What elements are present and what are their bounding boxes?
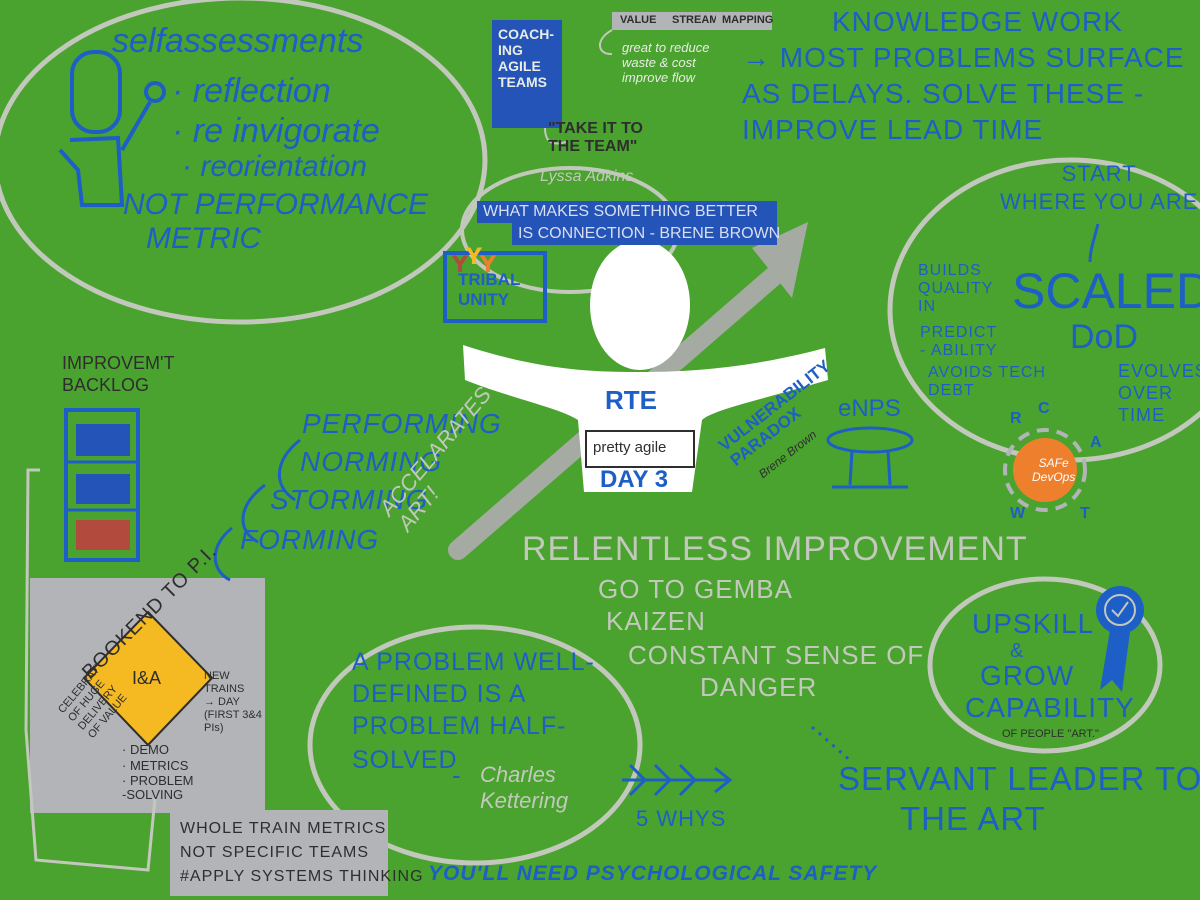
problem-line: A PROBLEM WELL- bbox=[352, 648, 595, 676]
brene-quote-band: IS CONNECTION - BRENE BROWN bbox=[512, 223, 781, 245]
vsm-note: great to reduce waste & cost improve flo… bbox=[622, 40, 710, 85]
whole-train-line: NOT SPECIFIC TEAMS bbox=[180, 844, 369, 861]
svg-text:Y: Y bbox=[451, 253, 469, 278]
self-assessment-item: · reorientation bbox=[182, 150, 368, 183]
stick-figure-icon bbox=[58, 50, 166, 207]
vsm-tag: STREAM bbox=[666, 12, 718, 30]
ia-diamond-icon bbox=[82, 610, 214, 747]
book-title: COACH- ING AGILE TEAMS bbox=[498, 26, 554, 90]
upskill-line: CAPABILITY bbox=[965, 692, 1135, 723]
problem-line: PROBLEM HALF- bbox=[352, 712, 567, 740]
stage-arrows-icon bbox=[213, 438, 301, 582]
fishbone-icon bbox=[622, 763, 733, 797]
relentless-title: RELENTLESS IMPROVEMENT bbox=[522, 530, 1028, 568]
scaled-item: BUILDS QUALITY IN bbox=[918, 262, 994, 315]
ring-letter: W bbox=[1010, 505, 1026, 522]
tribal-unity-label: TRIBAL UNITY bbox=[458, 270, 521, 309]
self-assessments-title: selfassessments bbox=[112, 22, 364, 60]
quote-author: Lyssa Adkins bbox=[540, 168, 634, 185]
coaching-book-cover: COACH- ING AGILE TEAMS bbox=[492, 20, 562, 128]
new-trains-note: NEW TRAINS → DAY (FIRST 3&4 PIs) bbox=[204, 670, 262, 734]
scaled-title: SCALED bbox=[1012, 263, 1200, 319]
dod-label: DoD bbox=[1070, 318, 1139, 356]
enps-label: eNPS bbox=[838, 395, 901, 422]
vsm-tag: MAPPING bbox=[716, 12, 773, 30]
enps-stand-icon bbox=[826, 426, 914, 489]
self-assessment-note: METRIC bbox=[146, 222, 261, 255]
brene-quote-band: WHAT MAKES SOMETHING BETTER bbox=[477, 201, 777, 223]
quote-take-it: "TAKE IT TO THE TEAM" bbox=[548, 120, 643, 155]
dotted-arrow bbox=[811, 725, 853, 764]
tribal-unity-box bbox=[443, 251, 547, 323]
logo-text: pretty agile bbox=[593, 439, 667, 456]
backlog-board-icon bbox=[64, 408, 140, 562]
knowledge-work-line: IMPROVE LEAD TIME bbox=[742, 114, 1044, 145]
stage-label: PERFORMING bbox=[302, 408, 502, 439]
upskill-line: & bbox=[1010, 640, 1024, 662]
ring-letter: A bbox=[1090, 434, 1102, 451]
day-label: DAY 3 bbox=[600, 466, 669, 493]
ring-letter: R bbox=[1010, 410, 1022, 427]
ring-letter: T bbox=[1080, 505, 1090, 522]
problem-dash: - bbox=[452, 760, 461, 790]
safe-devops-label: SAFe DevOps bbox=[1032, 456, 1076, 484]
problem-circle bbox=[307, 624, 643, 866]
rte-figure-icon bbox=[463, 240, 828, 492]
brene-quote-line: IS CONNECTION - BRENE BROWN bbox=[518, 225, 781, 242]
self-assessment-note: NOT PERFORMANCE bbox=[123, 188, 429, 221]
connector-line bbox=[24, 468, 157, 872]
five-whys-label: 5 WHYS bbox=[636, 806, 727, 831]
start-where-you-are: START WHERE YOU ARE bbox=[1000, 161, 1199, 214]
whole-train-note bbox=[170, 810, 388, 896]
upskill-line: UPSKILL bbox=[972, 608, 1095, 639]
knowledge-work-title: KNOWLEDGE WORK bbox=[832, 6, 1123, 37]
stage-label: NORMING bbox=[300, 446, 443, 477]
bookend-list-item: · PROBLEM -SOLVING bbox=[122, 773, 194, 802]
book-hook-arrow bbox=[544, 127, 567, 145]
rte-label: RTE bbox=[605, 385, 657, 415]
safe-devops-ring bbox=[1003, 428, 1087, 512]
self-assessment-circle bbox=[0, 0, 488, 325]
ia-label: I&A bbox=[132, 668, 162, 688]
svg-text:Y: Y bbox=[479, 253, 497, 278]
relentless-line: KAIZEN bbox=[606, 606, 706, 636]
backlog-title: IMPROVEM'T BACKLOG bbox=[62, 353, 175, 395]
ring-letter: C bbox=[1038, 400, 1050, 417]
psych-safety: YOU'LL NEED PSYCHOLOGICAL SAFETY bbox=[428, 862, 878, 885]
relentless-line: DANGER bbox=[700, 672, 818, 702]
upskill-circle bbox=[927, 576, 1163, 754]
bookend-list-item: · METRICS bbox=[122, 758, 189, 773]
vsm-tag: VALUE bbox=[612, 12, 668, 30]
servant-leader-line: SERVANT LEADER TO bbox=[838, 760, 1200, 797]
servant-leader-line: THE ART bbox=[900, 800, 1046, 837]
self-assessment-item: · re invigorate bbox=[172, 112, 380, 150]
scaled-item: AVOIDS TECH DEBT bbox=[928, 364, 1046, 399]
scaled-item: PREDICT - ABILITY bbox=[920, 324, 998, 359]
upskill-line: GROW bbox=[980, 660, 1075, 691]
stage-label: FORMING bbox=[240, 524, 380, 555]
whole-train-line: WHOLE TRAIN METRICS bbox=[180, 820, 387, 837]
safe-devops-badge bbox=[1013, 438, 1077, 502]
self-assessment-item: · reflection bbox=[172, 72, 331, 110]
whole-train-line: #APPLY SYSTEMS THINKING bbox=[180, 868, 424, 885]
problem-line: SOLVED bbox=[352, 746, 458, 774]
brene-quote-line: WHAT MAKES SOMETHING BETTER bbox=[483, 203, 758, 220]
pretty-agile-logo: pretty agile bbox=[585, 430, 695, 468]
knowledge-work-line: AS DELAYS. SOLVE THESE - bbox=[742, 78, 1145, 109]
relentless-line: GO TO GEMBA bbox=[598, 574, 793, 604]
vsm-hook-arrow bbox=[599, 29, 613, 56]
svg-text:Y: Y bbox=[465, 245, 483, 270]
people-icon: Y Y Y bbox=[451, 245, 497, 278]
evolves-label: EVOLVES OVER TIME bbox=[1118, 361, 1200, 425]
knowledge-work-line: → MOST PROBLEMS SURFACE bbox=[742, 42, 1185, 73]
relentless-line: CONSTANT SENSE OF bbox=[628, 640, 925, 670]
problem-line: DEFINED IS A bbox=[352, 680, 527, 708]
bookend-list-item: · DEMO bbox=[122, 742, 169, 757]
award-ribbon-icon bbox=[1096, 586, 1144, 692]
upskill-sub: OF PEOPLE "ART." bbox=[1002, 728, 1099, 740]
problem-author: Charles Kettering bbox=[480, 762, 569, 813]
stage-label: STORMING bbox=[270, 484, 429, 515]
start-arrow bbox=[1088, 223, 1100, 263]
